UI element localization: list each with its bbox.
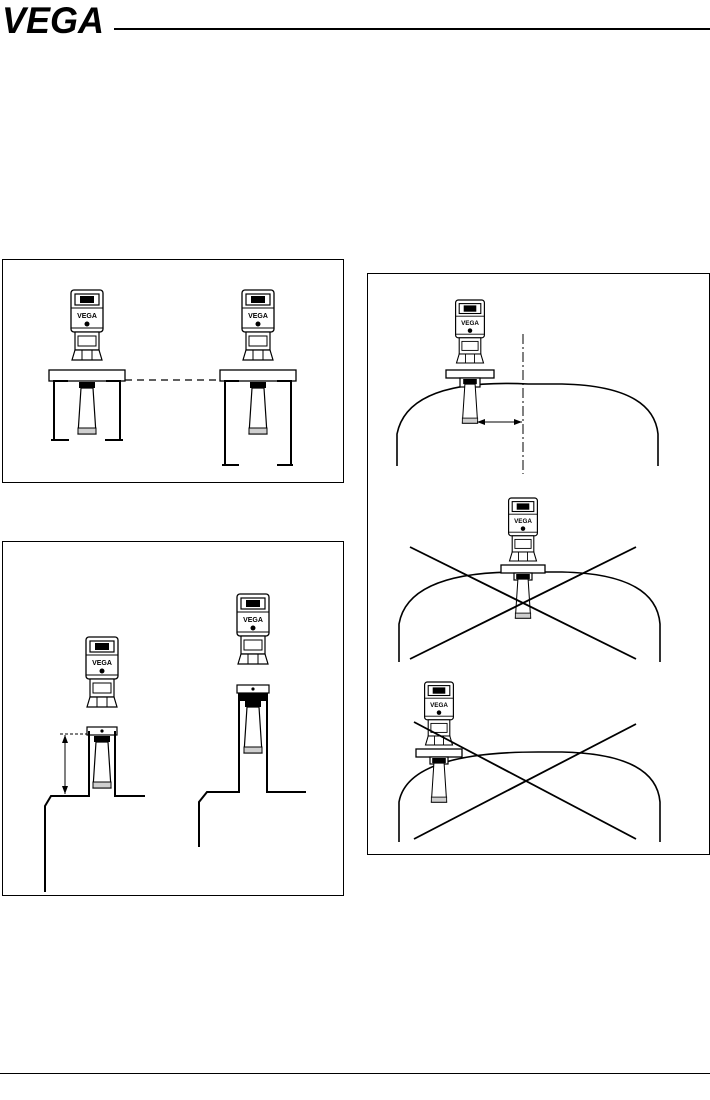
radar-level-sensor-icon [399,682,660,842]
radar-level-sensor-icon [397,300,658,474]
radar-level-sensor-icon [199,594,306,847]
footer-rule [0,1073,710,1074]
radar-level-sensor-icon [399,498,660,662]
cross-out-icon [410,547,636,659]
figure-flange-mounting [2,259,344,483]
figure-socket-mounting [2,541,344,896]
figure-dome-mounting-drawing [368,274,710,856]
figure-dome-mounting [367,273,710,855]
radar-level-sensor-icon [49,290,125,440]
header-rule [114,28,710,30]
vega-logo-text: VEGA [2,4,104,36]
radar-level-sensor-icon [220,290,296,465]
cross-out-icon [414,722,636,839]
figure-socket-mounting-drawing [3,542,345,897]
radar-level-sensor-icon [45,637,145,892]
figure-flange-mounting-drawing [3,260,345,484]
vega-logo: VEGA [2,4,106,36]
